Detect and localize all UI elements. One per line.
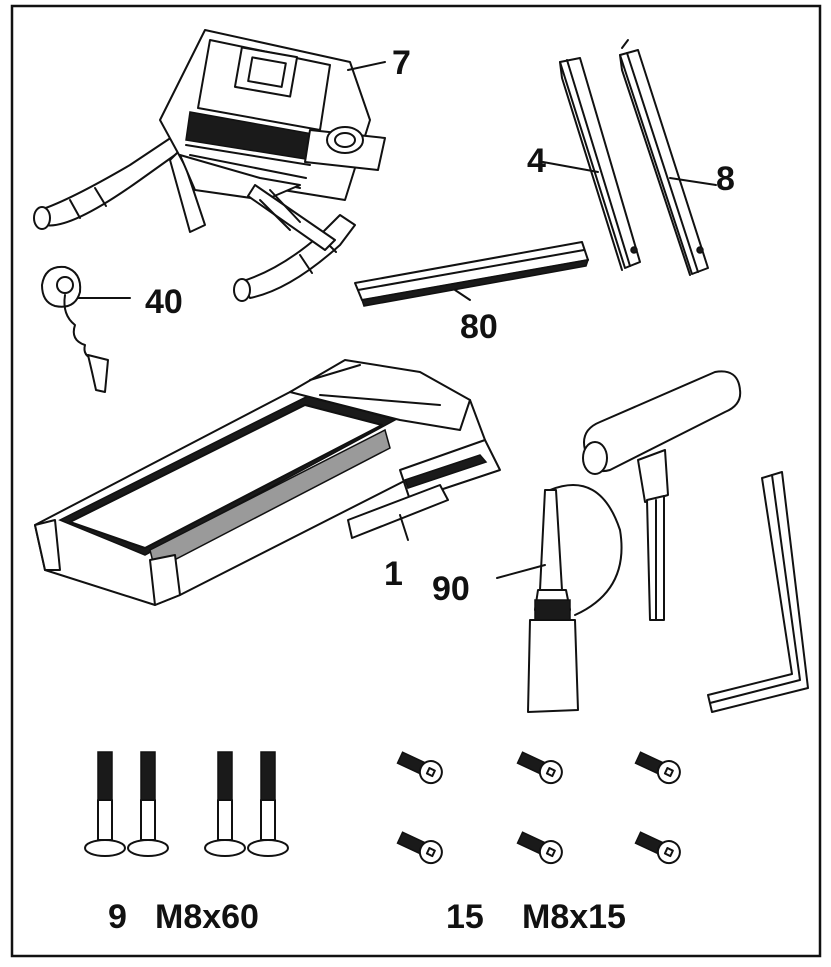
lubricant-part	[496, 484, 623, 713]
long-bolt	[84, 751, 126, 857]
short-bolt	[396, 831, 443, 865]
label-upright-right: 8	[716, 160, 735, 198]
short-bolt	[516, 751, 563, 785]
label-bolt-long: 9	[108, 898, 127, 936]
label-upright-left: 4	[527, 142, 546, 180]
safety-key-part	[41, 265, 131, 393]
long-bolt	[204, 751, 246, 857]
console-part	[33, 29, 386, 302]
main-frame-part	[34, 359, 501, 606]
short-bolt	[634, 751, 681, 785]
label-cross-bar: 80	[460, 308, 498, 346]
label-safety-key: 40	[145, 283, 183, 321]
label-bolt-long-size: M8x60	[155, 898, 259, 936]
label-bolt-short-size: M8x15	[522, 898, 626, 936]
diagram-border	[10, 4, 822, 958]
upright-right-part	[619, 39, 717, 276]
long-bolt	[127, 751, 169, 857]
long-bolts	[84, 751, 289, 857]
label-bolt-short: 15	[446, 898, 484, 936]
t-handle-wrench	[582, 370, 742, 621]
short-bolt	[634, 831, 681, 865]
short-bolt	[396, 751, 443, 785]
long-bolt	[247, 751, 289, 857]
upright-left-part	[542, 57, 641, 271]
label-lubricant: 90	[432, 570, 470, 608]
allen-key	[707, 471, 809, 713]
label-console: 7	[392, 44, 411, 82]
label-main-frame: 1	[384, 555, 403, 593]
short-bolt	[516, 831, 563, 865]
cross-bar-part	[354, 241, 590, 307]
short-bolts	[396, 751, 681, 865]
